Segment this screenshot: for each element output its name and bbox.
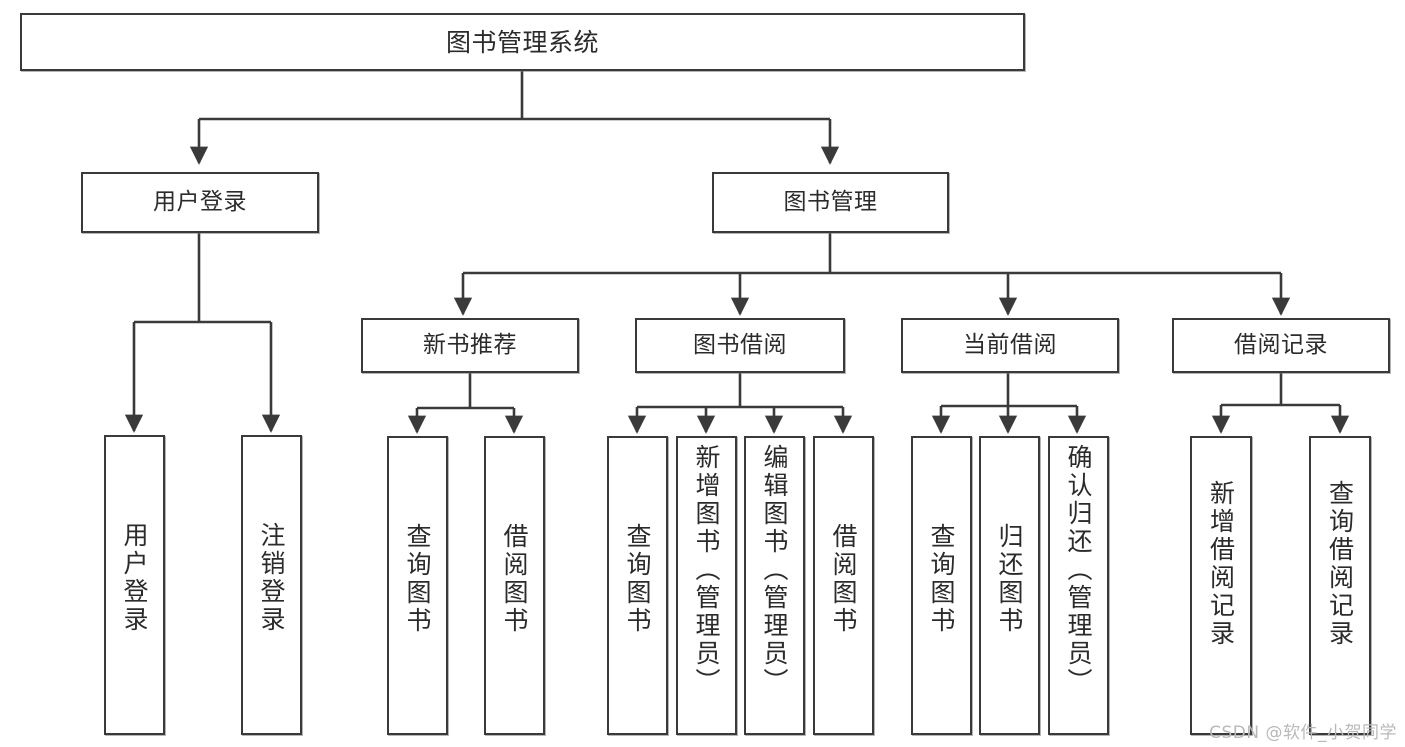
node-label: 借阅记录 — [1234, 332, 1328, 359]
node-label: 图书管理 — [783, 189, 878, 216]
node-label: 新增借阅记录 — [1206, 480, 1236, 648]
watermark-text: CSDN @软件_小贺同学 — [1209, 723, 1397, 743]
node-book-borrow[interactable]: 图书借阅 — [635, 318, 845, 373]
node-label: 归还图书 — [995, 523, 1024, 635]
leaf-current-borrow-query[interactable]: 查询图书 — [911, 436, 972, 735]
node-current-borrow[interactable]: 当前借阅 — [901, 318, 1119, 373]
node-label: 注销登录 — [257, 522, 286, 634]
node-label: 编辑图书（管理员） — [760, 444, 789, 696]
leaf-current-borrow-confirm-return[interactable]: 确认归还（管理员） — [1048, 436, 1109, 735]
node-label: 借阅图书 — [829, 523, 858, 635]
node-new-book-recommend[interactable]: 新书推荐 — [361, 318, 579, 373]
leaf-book-borrow-add[interactable]: 新增图书（管理员） — [676, 436, 737, 735]
node-book-management-system[interactable]: 图书管理系统 — [20, 13, 1025, 71]
node-label: 图书借阅 — [693, 332, 787, 359]
node-label: 查询图书 — [623, 523, 652, 635]
node-borrow-record[interactable]: 借阅记录 — [1172, 318, 1390, 373]
node-label: 查询借阅记录 — [1325, 480, 1355, 648]
node-label: 用户登录 — [153, 189, 247, 216]
node-label: 用户登录 — [120, 522, 149, 634]
leaf-new-book-query[interactable]: 查询图书 — [387, 436, 448, 735]
leaf-book-borrow-edit[interactable]: 编辑图书（管理员） — [744, 436, 805, 735]
node-label: 当前借阅 — [963, 332, 1057, 359]
node-label: 借阅图书 — [500, 523, 529, 635]
node-label: 确认归还（管理员） — [1064, 444, 1093, 696]
leaf-new-book-borrow[interactable]: 借阅图书 — [484, 436, 545, 735]
node-label: 图书管理系统 — [445, 27, 599, 57]
leaf-current-borrow-return[interactable]: 归还图书 — [979, 436, 1040, 735]
node-label: 新增图书（管理员） — [692, 444, 721, 696]
node-label: 新书推荐 — [423, 332, 517, 359]
leaf-borrow-record-add[interactable]: 新增借阅记录 — [1190, 436, 1252, 735]
node-user-login[interactable]: 用户登录 — [81, 172, 319, 233]
leaf-user-login-logout[interactable]: 注销登录 — [241, 435, 302, 735]
leaf-book-borrow-query[interactable]: 查询图书 — [607, 436, 668, 735]
node-label: 查询图书 — [403, 523, 432, 635]
leaf-user-login-login[interactable]: 用户登录 — [104, 435, 165, 735]
leaf-borrow-record-query[interactable]: 查询借阅记录 — [1309, 436, 1371, 735]
node-label: 查询图书 — [927, 523, 956, 635]
node-book-management[interactable]: 图书管理 — [712, 172, 949, 233]
leaf-book-borrow-borrow[interactable]: 借阅图书 — [813, 436, 874, 735]
